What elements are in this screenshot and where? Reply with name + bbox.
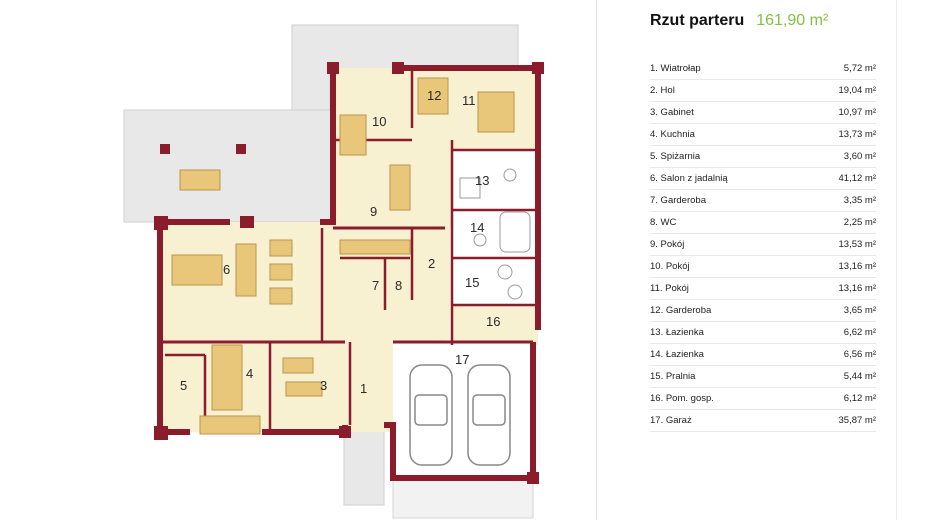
fixtures: [459, 168, 531, 300]
room-name: 15. Pralnia: [650, 371, 696, 382]
room-name: 9. Pokój: [650, 239, 685, 250]
room-name: 11. Pokój: [650, 283, 689, 294]
room-name: 12. Garderoba: [650, 305, 712, 316]
room-name: 16. Pom. gosp.: [650, 393, 714, 404]
entrance-step: [343, 424, 385, 506]
room-area: 6,62 m²: [843, 327, 876, 338]
list-item: 16. Pom. gosp. 6,12 m²: [650, 388, 876, 410]
room-label: 5: [180, 378, 187, 393]
room-area: 13,16 m²: [838, 261, 877, 272]
list-item: 5. Spiżarnia 3,60 m²: [650, 146, 876, 168]
room-area: 6,12 m²: [843, 393, 876, 404]
floor-plan: 1 2 3 4 5 6 7 8 9 10 11 12 13 14 15 16 1…: [123, 24, 544, 519]
room-name: 10. Pokój: [650, 261, 690, 272]
room-list: 1. Wiatrołap 5,72 m² 2. Hol 19,04 m² 3. Ga…: [650, 58, 876, 432]
laundry-floor: [452, 305, 538, 345]
room-label: 6: [223, 262, 230, 277]
room-name: 8. WC: [650, 217, 677, 228]
room-label: 9: [370, 204, 377, 219]
room-name: 2. Hol: [650, 85, 675, 96]
room-area: 3,65 m²: [843, 305, 876, 316]
panel-title: Rzut parteru 161,90 m²: [650, 12, 876, 40]
room-name: 3. Gabinet: [650, 107, 694, 118]
room-name: 6. Salon z jadalnią: [650, 173, 728, 184]
list-item: 9. Pokój 13,53 m²: [650, 234, 876, 256]
divider: [596, 0, 597, 520]
list-item: 15. Pralnia 5,44 m²: [650, 366, 876, 388]
room-label: 4: [246, 366, 253, 381]
room-label: 10: [372, 114, 386, 129]
list-item: 17. Garaż 35,87 m²: [650, 410, 876, 432]
list-item: 1. Wiatrołap 5,72 m²: [650, 58, 876, 80]
list-item: 2. Hol 19,04 m²: [650, 80, 876, 102]
room-area: 35,87 m²: [838, 415, 877, 426]
cars: [409, 364, 511, 466]
divider: [896, 0, 897, 520]
list-item: 13. Łazienka 6,62 m²: [650, 322, 876, 344]
room-name: 5. Spiżarnia: [650, 151, 701, 162]
room-label: 13: [475, 173, 489, 188]
room-label: 14: [470, 220, 484, 235]
room-label: 8: [395, 278, 402, 293]
list-item: 8. WC 2,25 m²: [650, 212, 876, 234]
hall-floor: [410, 140, 450, 340]
room-name: 4. Kuchnia: [650, 129, 695, 140]
furniture: [171, 77, 515, 435]
room-name: 13. Łazienka: [650, 327, 704, 338]
room-area: 3,35 m²: [843, 195, 876, 206]
floor-title: Rzut parteru: [650, 12, 745, 29]
room-area: 3,60 m²: [843, 151, 876, 162]
room-label: 11: [462, 93, 476, 108]
list-item: 4. Kuchnia 13,73 m²: [650, 124, 876, 146]
room-name: 17. Garaż: [650, 415, 692, 426]
list-item: 3. Gabinet 10,97 m²: [650, 102, 876, 124]
room-area: 41,12 m²: [838, 173, 877, 184]
room-area: 13,53 m²: [838, 239, 877, 250]
room-name: 7. Garderoba: [650, 195, 706, 206]
room-name: 1. Wiatrołap: [650, 63, 701, 74]
total-area: 161,90 m²: [756, 12, 829, 29]
list-item: 6. Salon z jadalnią 41,12 m²: [650, 168, 876, 190]
list-item: 12. Garderoba 3,65 m²: [650, 300, 876, 322]
area-panel: Rzut parteru 161,90 m² 1. Wiatrołap 5,72 …: [650, 12, 876, 432]
room-area: 10,97 m²: [838, 107, 877, 118]
list-item: 14. Łazienka 6,56 m²: [650, 344, 876, 366]
room-label: 3: [320, 378, 327, 393]
room-label: 1: [360, 381, 367, 396]
terrace-left: [123, 109, 341, 223]
room-label: 15: [465, 275, 479, 290]
vestibule-floor: [350, 342, 390, 427]
room-area: 13,16 m²: [838, 283, 877, 294]
partitions: [165, 68, 538, 432]
room-area: 2,25 m²: [843, 217, 876, 228]
room-label: 7: [372, 278, 379, 293]
room-label: 16: [486, 314, 500, 329]
list-item: 7. Garderoba 3,35 m²: [650, 190, 876, 212]
room-labels: 1 2 3 4 5 6 7 8 9 10 11 12 13 14 15 16 1…: [180, 88, 500, 396]
room-area: 19,04 m²: [838, 85, 877, 96]
room-area: 6,56 m²: [843, 349, 876, 360]
room-name: 14. Łazienka: [650, 349, 704, 360]
room-label: 12: [427, 88, 441, 103]
room-area: 5,72 m²: [843, 63, 876, 74]
room-area: 5,44 m²: [843, 371, 876, 382]
driveway: [392, 477, 534, 519]
list-item: 11. Pokój 13,16 m²: [650, 278, 876, 300]
wall-corners: [154, 62, 544, 484]
room-label: 2: [428, 256, 435, 271]
list-item: 10. Pokój 13,16 m²: [650, 256, 876, 278]
room-label: 17: [455, 352, 469, 367]
room-area: 13,73 m²: [838, 129, 877, 140]
